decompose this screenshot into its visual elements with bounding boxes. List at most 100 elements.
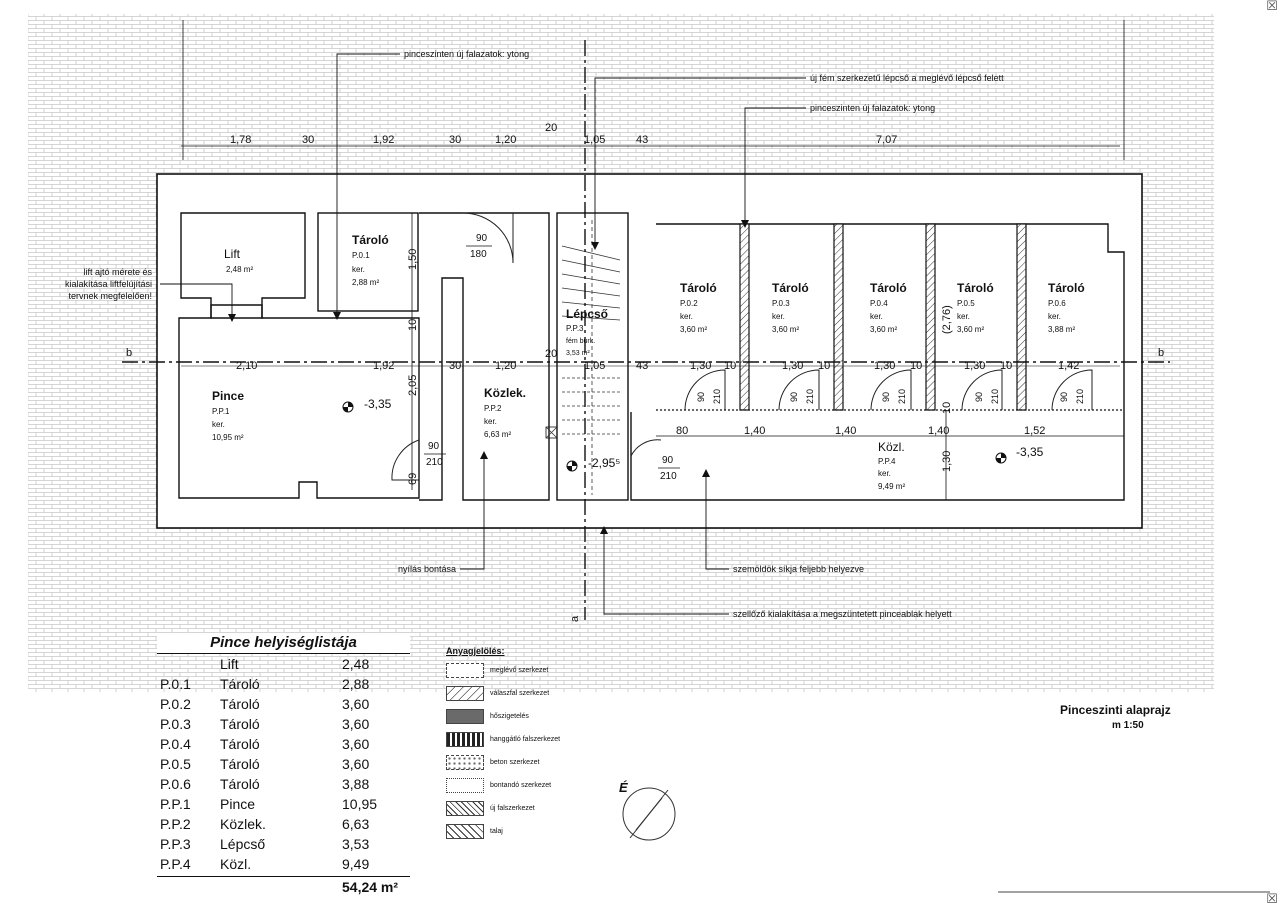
- swatch-demolition-icon: [446, 778, 484, 793]
- door-tags: 90 180 90 210 90 210: [424, 233, 680, 482]
- pp1-code: P.P.1: [212, 407, 230, 416]
- annotations: pinceszinten új falazatok: ytong új fém …: [65, 49, 1004, 619]
- room-table-name: Tároló: [220, 776, 260, 792]
- room-table-name: Tároló: [220, 756, 260, 772]
- room-table-code: P.0.1: [160, 676, 191, 692]
- dim-low-2: 1,40: [744, 425, 765, 437]
- cd-6: 210: [897, 389, 907, 404]
- pp3-code: P.P.3: [566, 324, 584, 333]
- p01-code: P.0.1: [352, 251, 370, 260]
- dims-mid: 2,10 1,92 30 1,20 20 1,05 43 1,30 10 1,3…: [236, 348, 1079, 372]
- dim-mid-14: 1,30: [964, 360, 985, 372]
- close-icon[interactable]: ☒: [1266, 0, 1278, 14]
- note-opening: nyílás bontása: [398, 564, 456, 574]
- p02-name: Tároló: [680, 281, 717, 295]
- room-pp3: [556, 212, 629, 501]
- room-table-code: P.P.1: [160, 796, 191, 812]
- room-table-title: Pince helyiséglistája: [157, 633, 410, 654]
- room-table-code: P.0.2: [160, 696, 191, 712]
- room-outlines: [178, 212, 1125, 501]
- room-table-name: Közlek.: [220, 816, 266, 832]
- legend-item: válaszfal szerkezet: [446, 682, 626, 705]
- swatch-acoustic-icon: [446, 732, 484, 747]
- legend-item-label: új falszerkezet: [490, 805, 535, 812]
- swatch-concrete-icon: [446, 755, 484, 770]
- dim-top-9: 7,07: [876, 134, 897, 146]
- cd-4: 210: [805, 389, 815, 404]
- dim-mid-6: 1,05: [584, 360, 605, 372]
- legend-item: bontandó szerkezet: [446, 774, 626, 797]
- dim-mid-8: 1,30: [690, 360, 711, 372]
- room-table-area: 3,88: [342, 776, 370, 792]
- dims-lower: 80 1,40 1,40 1,40 1,52: [676, 425, 1045, 437]
- dim-mid-7: 43: [636, 360, 648, 372]
- p02-floor: ker.: [680, 312, 693, 321]
- legend-item: meglévő szerkezet: [446, 659, 626, 682]
- north-arrow-icon: É: [619, 780, 676, 841]
- p01-area: 2,88 m²: [352, 278, 379, 287]
- swatch-new-wall-icon: [446, 801, 484, 816]
- room-pp2: [419, 212, 550, 501]
- room-table-code: P.0.3: [160, 716, 191, 732]
- pp4-floor: ker.: [878, 469, 891, 478]
- dim-mid-13: 10: [910, 360, 922, 372]
- room-table-area: 6,63: [342, 816, 370, 832]
- room-table-name: Lépcső: [220, 836, 266, 852]
- dim-low-3: 1,40: [835, 425, 856, 437]
- pp1-area: 10,95 m²: [212, 433, 244, 442]
- dim-low-4: 1,40: [928, 425, 949, 437]
- door-2-w: 90: [428, 441, 440, 452]
- corridor-door-tags: 90 210 90 210 90 210 90 210 90 210: [696, 389, 1085, 404]
- dim-mid-2: 1,92: [373, 360, 394, 372]
- p05-code: P.0.5: [957, 299, 975, 308]
- dims-top: 1,78 30 1,92 30 1,20 20 1,05 43 7,07: [230, 122, 897, 146]
- total-spacer: [157, 877, 220, 897]
- pp2-name: Közlek.: [484, 386, 526, 400]
- swatch-partition-icon: [446, 686, 484, 701]
- note-metal-stair: új fém szerkezetű lépcső a meglévő lépcs…: [810, 73, 1004, 83]
- annotation-leaders: [160, 53, 806, 615]
- pp2-floor: ker.: [484, 417, 497, 426]
- sheet-title: Pinceszinti alaprajz: [1060, 703, 1171, 717]
- dim-mid-12: 1,30: [874, 360, 895, 372]
- door-2-h: 210: [426, 457, 443, 468]
- note-lintel: szemöldök síkja feljebb helyezve: [733, 564, 864, 574]
- p03-code: P.0.3: [772, 299, 790, 308]
- close-icon-bottom[interactable]: ☒: [1266, 892, 1278, 907]
- dim-v-6: 10: [941, 402, 953, 414]
- p04-area: 3,60 m²: [870, 325, 897, 334]
- p06-area: 3,88 m²: [1048, 325, 1075, 334]
- section-b-left: b: [126, 347, 132, 359]
- legend-item: beton szerkezet: [446, 751, 626, 774]
- sheet-scale: m 1:50: [1112, 720, 1144, 728]
- level-markers: [342, 401, 1007, 472]
- dim-mid-11: 10: [818, 360, 830, 372]
- note-lift-door-1: lift ajtó mérete és: [83, 267, 152, 277]
- cd-10: 210: [1075, 389, 1085, 404]
- room-table-area: 9,49: [342, 856, 370, 872]
- legend-item-label: hőszigetelés: [490, 713, 529, 720]
- dim-v-4: 69: [407, 473, 419, 485]
- section-b-right: b: [1158, 347, 1164, 359]
- lift-name: Lift: [224, 247, 241, 261]
- p05-name: Tároló: [957, 281, 994, 295]
- dim-mid-4: 1,20: [495, 360, 516, 372]
- dim-mid-5: 20: [545, 348, 557, 360]
- p05-area: 3,60 m²: [957, 325, 984, 334]
- dim-v-1: 1,50: [407, 249, 419, 270]
- swatch-insulation-icon: [446, 709, 484, 724]
- room-table-area: 3,53: [342, 836, 370, 852]
- cd-5: 90: [881, 392, 891, 402]
- p04-code: P.0.4: [870, 299, 888, 308]
- legend-item: hőszigetelés: [446, 705, 626, 728]
- room-table-name: Közl.: [220, 856, 252, 872]
